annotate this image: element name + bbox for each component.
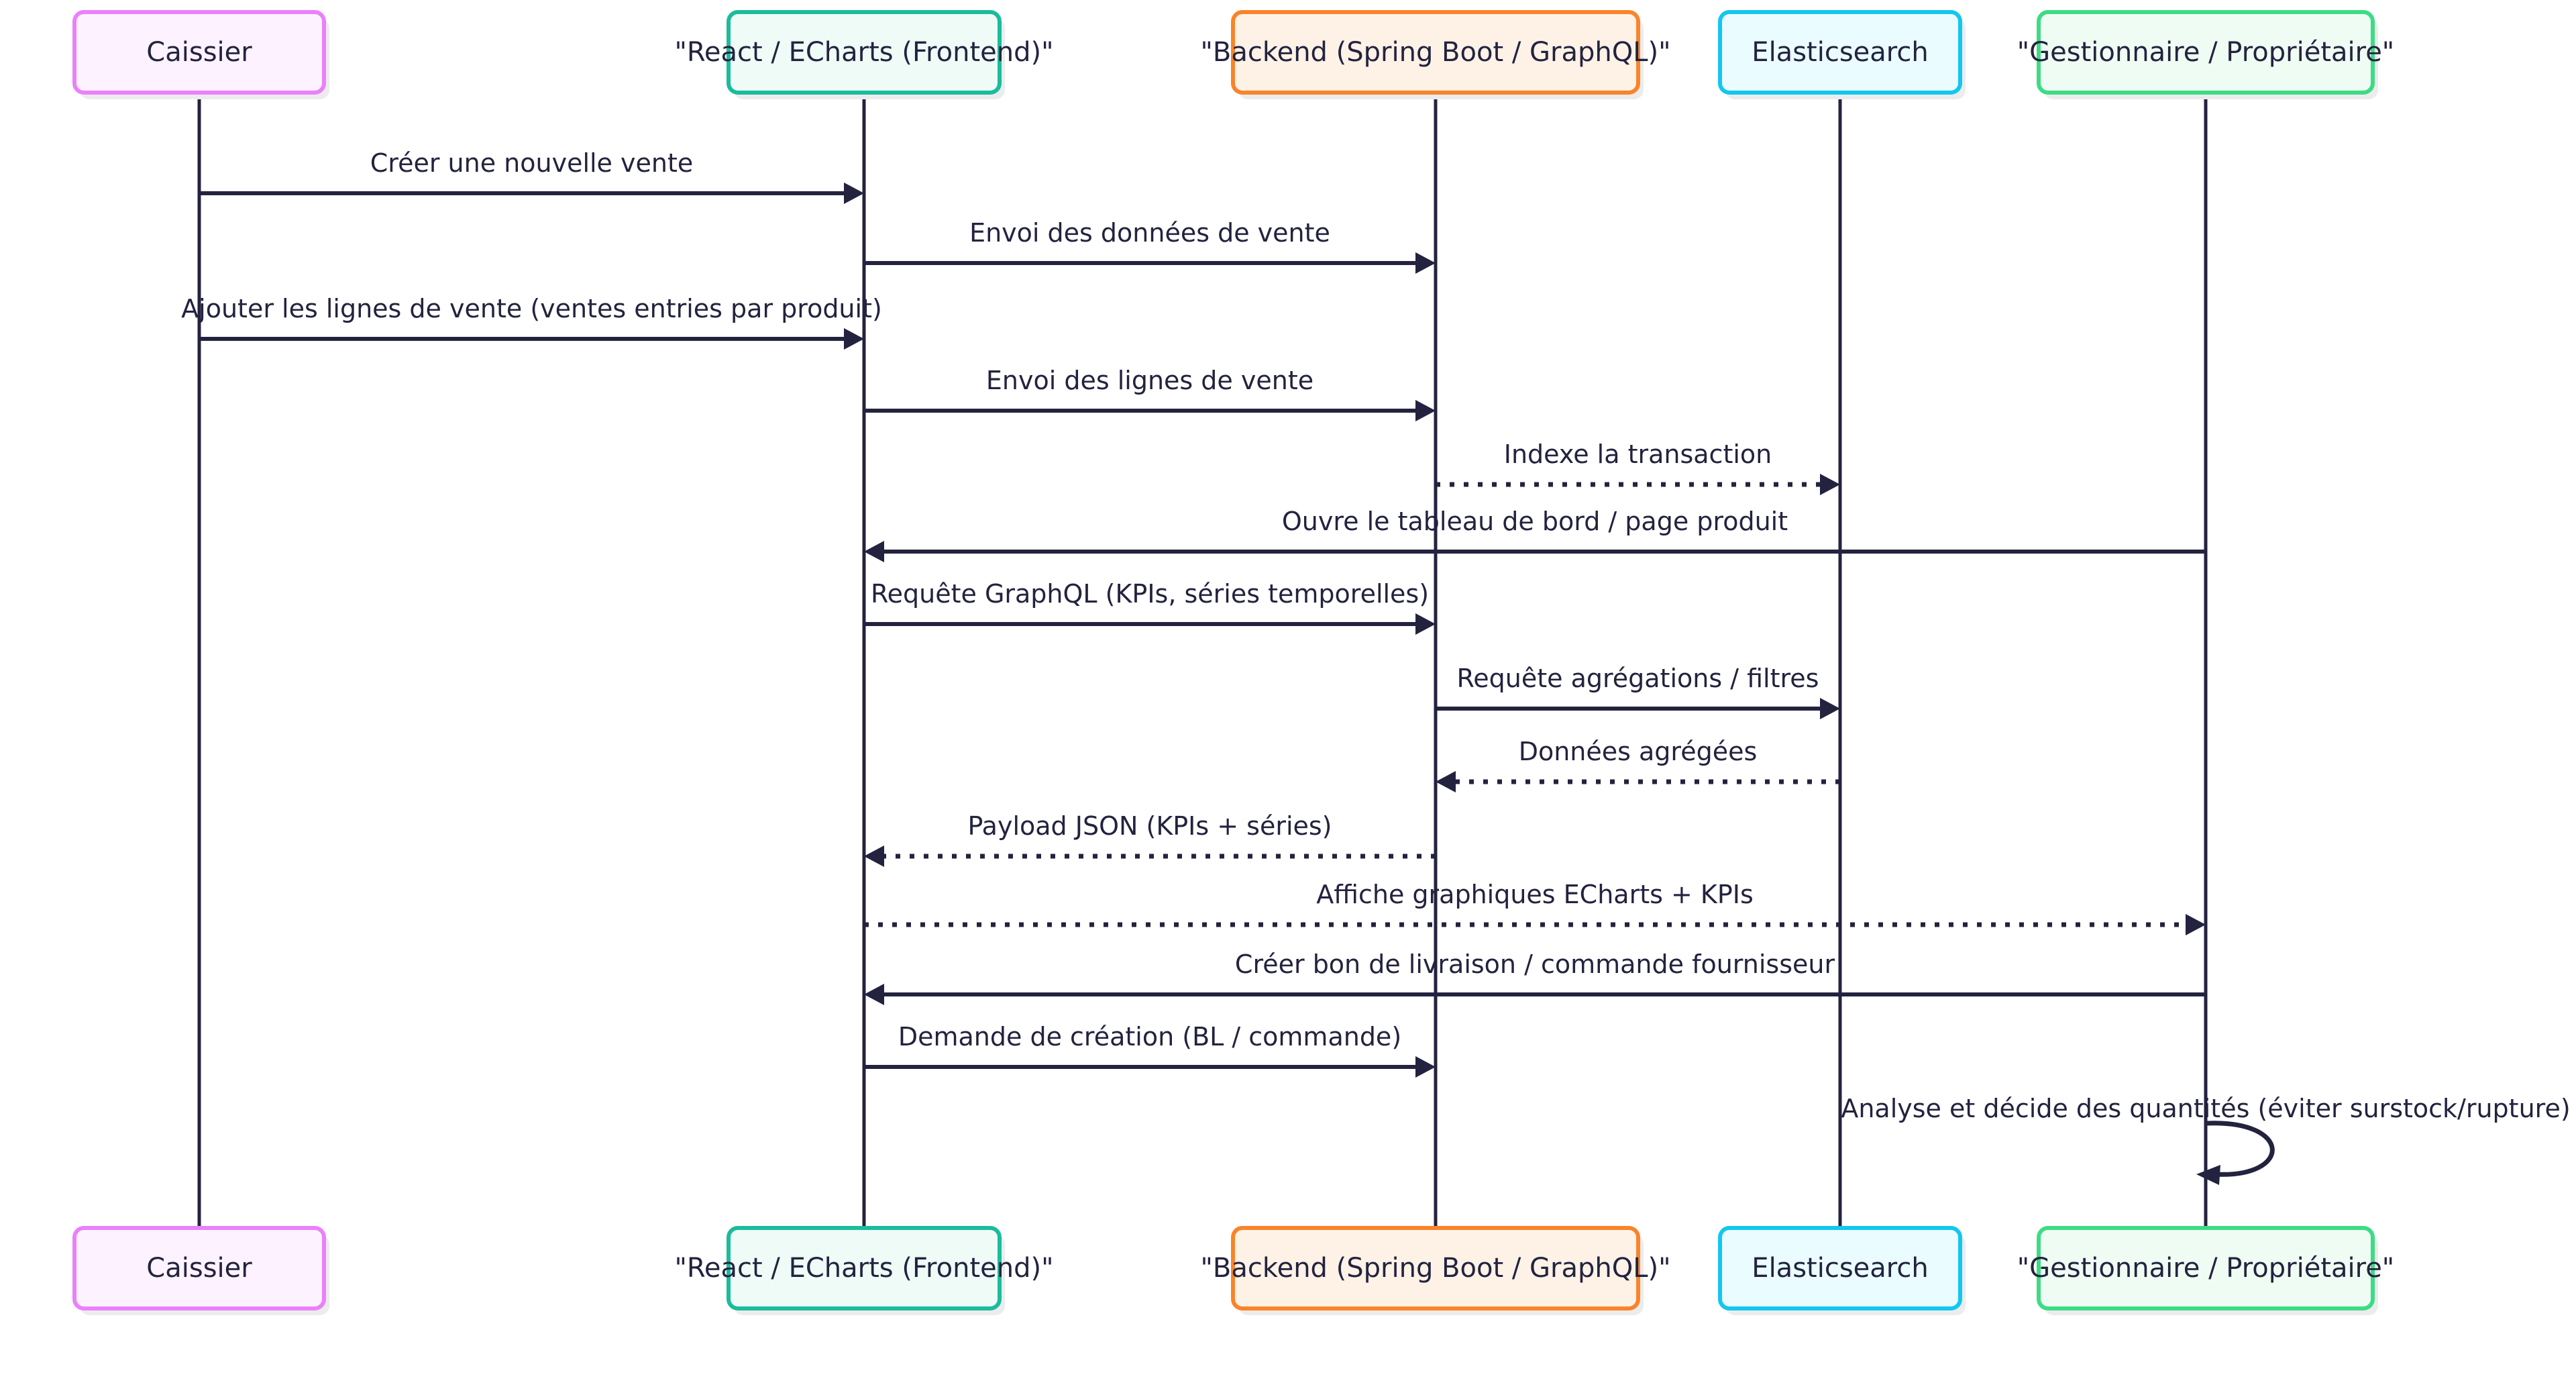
participant-box-rect[interactable] [2037, 1226, 2375, 1310]
message-4: Indexe la transaction [1436, 440, 1840, 495]
participant-box-gestionnaire-bottom[interactable]: "Gestionnaire / Propriétaire" [2017, 1226, 2394, 1315]
participant-box-rect[interactable] [1718, 1226, 1962, 1310]
participant-box-backend-top[interactable]: "Backend (Spring Boot / GraphQL)" [1201, 10, 1671, 99]
participant-label: "Backend (Spring Boot / GraphQL)" [1201, 1253, 1671, 1284]
participant-box-rect[interactable] [727, 1226, 1002, 1310]
arrow-head [844, 328, 864, 350]
message-6: Requête GraphQL (KPIs, séries temporelle… [864, 579, 1436, 635]
participant-box-rect[interactable] [72, 1226, 326, 1310]
arrow-head [1436, 771, 1456, 792]
arrow-head [1415, 613, 1436, 635]
message-2: Ajouter les lignes de vente (ventes entr… [181, 294, 882, 350]
message-label: Ajouter les lignes de vente (ventes entr… [181, 294, 882, 323]
participant-label: Elasticsearch [1752, 37, 1928, 68]
participant-label: "React / ECharts (Frontend)" [675, 1253, 1054, 1284]
message-10: Affiche graphiques ECharts + KPIs [864, 880, 2206, 935]
arrow-head [2196, 1165, 2220, 1185]
message-label: Payload JSON (KPIs + séries) [967, 811, 1332, 841]
message-label: Envoi des données de vente [969, 218, 1330, 248]
message-7: Requête agrégations / filtres [1436, 664, 1840, 719]
arrow-head [1415, 1056, 1436, 1078]
participant-box-elasticsearch-top[interactable]: Elasticsearch [1718, 10, 1966, 99]
message-label: Créer une nouvelle vente [370, 148, 694, 178]
message-label: Requête agrégations / filtres [1457, 664, 1819, 693]
lifelines-layer [197, 93, 2208, 1228]
message-label: Affiche graphiques ECharts + KPIs [1316, 880, 1754, 909]
participant-label: Caissier [146, 37, 252, 68]
arrow-head [844, 183, 864, 204]
message-1: Envoi des données de vente [864, 218, 1436, 274]
self-loop-path [2205, 1121, 2275, 1177]
participant-box-rect[interactable] [727, 10, 1002, 95]
participant-label: Elasticsearch [1752, 1253, 1928, 1284]
participant-box-backend-bottom[interactable]: "Backend (Spring Boot / GraphQL)" [1201, 1226, 1671, 1315]
message-label: Données agrégées [1519, 737, 1758, 766]
message-3: Envoi des lignes de vente [864, 366, 1436, 421]
participant-label: "Gestionnaire / Propriétaire" [2017, 37, 2394, 68]
arrow-head [1415, 252, 1436, 274]
arrow-head [864, 845, 884, 867]
participant-box-rect[interactable] [1231, 1226, 1640, 1310]
message-0: Créer une nouvelle vente [199, 148, 864, 204]
actor-boxes-bottom: Caissier "React / ECharts (Frontend)" "Bac… [72, 1226, 2394, 1315]
message-label: Ouvre le tableau de bord / page produit [1282, 507, 1788, 536]
actor-boxes-top: Caissier "React / ECharts (Frontend)" "Bac… [72, 10, 2394, 99]
arrow-head [1820, 698, 1840, 719]
message-12: Demande de création (BL / commande) [864, 1022, 1436, 1078]
message-label: Indexe la transaction [1504, 440, 1772, 469]
message-label: Analyse et décide des quantités (éviter … [1841, 1094, 2570, 1123]
participant-box-elasticsearch-bottom[interactable]: Elasticsearch [1718, 1226, 1966, 1315]
participant-box-rect[interactable] [1718, 10, 1962, 95]
arrow-head [1820, 474, 1840, 495]
participant-label: "Gestionnaire / Propriétaire" [2017, 1253, 2394, 1284]
message-8: Données agrégées [1436, 737, 1840, 792]
participant-box-rect[interactable] [1231, 10, 1640, 95]
message-label: Requête GraphQL (KPIs, séries temporelle… [871, 579, 1429, 609]
message-label: Envoi des lignes de vente [986, 366, 1313, 395]
message-13: Analyse et décide des quantités (éviter … [1841, 1094, 2571, 1185]
message-5: Ouvre le tableau de bord / page produit [864, 507, 2206, 562]
participant-box-frontend-bottom[interactable]: "React / ECharts (Frontend)" [675, 1226, 1054, 1315]
participant-box-rect[interactable] [72, 10, 326, 95]
participant-box-rect[interactable] [2037, 10, 2375, 95]
participant-box-caissier-bottom[interactable]: Caissier [72, 1226, 329, 1315]
message-label: Demande de création (BL / commande) [898, 1022, 1401, 1051]
arrow-head [864, 541, 884, 562]
participant-label: Caissier [146, 1253, 252, 1284]
arrow-head [2186, 914, 2206, 935]
participant-box-caissier-top[interactable]: Caissier [72, 10, 329, 99]
participant-box-gestionnaire-top[interactable]: "Gestionnaire / Propriétaire" [2017, 10, 2394, 99]
message-label: Créer bon de livraison / commande fourni… [1235, 949, 1835, 979]
participant-box-frontend-top[interactable]: "React / ECharts (Frontend)" [675, 10, 1054, 99]
arrow-head [1415, 400, 1436, 421]
message-11: Créer bon de livraison / commande fourni… [864, 949, 2206, 1005]
message-9: Payload JSON (KPIs + séries) [864, 811, 1436, 867]
participant-label: "React / ECharts (Frontend)" [675, 37, 1054, 68]
participant-label: "Backend (Spring Boot / GraphQL)" [1201, 37, 1671, 68]
arrow-head [864, 984, 884, 1005]
